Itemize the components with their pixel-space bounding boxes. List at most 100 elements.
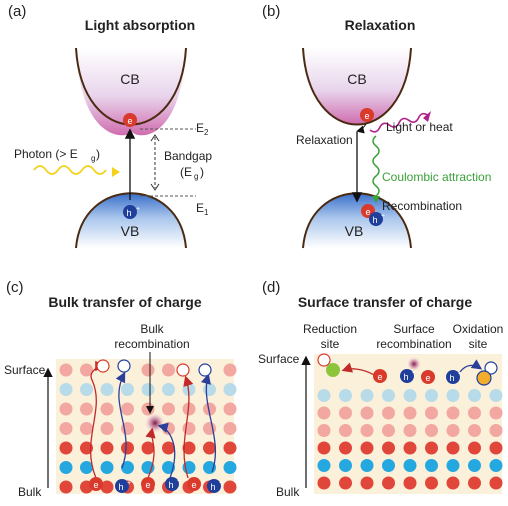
lattice-atom [141, 363, 155, 377]
hole-d-1-label: h [403, 372, 408, 382]
lattice-atom [403, 441, 417, 455]
lattice-atom [59, 363, 73, 377]
lattice-atom [162, 402, 175, 416]
light-heat-arrowhead [423, 111, 431, 122]
lattice-atom [141, 441, 155, 455]
lattice-atom [425, 441, 438, 455]
hole-d-1 [400, 369, 414, 383]
lattice-atom [382, 441, 395, 455]
lattice-atom [360, 389, 374, 402]
conduction-band-b-fill [303, 48, 411, 125]
lattice-atom [446, 389, 460, 402]
lattice-atom [121, 402, 134, 416]
panel-a-letter: (a) [8, 3, 26, 20]
cb-label: CB [120, 71, 139, 87]
bandgap-symbol-close: ) [200, 165, 204, 179]
hole-a [123, 205, 137, 219]
surface-label-c: Surface [4, 363, 46, 377]
carrier-path [145, 427, 156, 479]
hole-c-sup: + [219, 480, 223, 487]
lattice-atom [403, 459, 417, 472]
lattice-atom [339, 459, 352, 472]
lattice-atom [382, 476, 395, 490]
lattice-atom [317, 476, 331, 490]
lattice-atom [339, 476, 352, 490]
panel-d: (d) Surface transfer of charge Reduction… [258, 279, 503, 499]
surface-label-d: Surface [258, 352, 300, 366]
lattice-atom [162, 383, 175, 396]
electron-b-cb-label: e [364, 111, 369, 121]
valence-band-b-fill [303, 193, 411, 248]
lattice-atom [203, 383, 216, 396]
lattice-atom [59, 461, 73, 474]
lattice-atom [360, 406, 374, 420]
lattice-atom [382, 424, 395, 437]
lattice-atom [382, 389, 395, 402]
hole-d-2-sup: + [458, 371, 462, 378]
lattice-atom [446, 459, 460, 472]
hole-c-sup: + [127, 480, 131, 487]
hole-d-2 [446, 370, 460, 384]
lattice-atom [360, 459, 374, 472]
panel-c-letter: (c) [6, 279, 24, 296]
lattice-atom [203, 441, 216, 455]
electron-b-cb [360, 108, 374, 122]
lattice-atom [468, 424, 481, 437]
lattice-atom [121, 383, 134, 396]
reduction-path [341, 362, 375, 376]
hole-c-label: h [168, 480, 173, 490]
lattice-atom [317, 389, 331, 402]
lattice-atom [317, 424, 331, 437]
lattice-atom [425, 406, 438, 420]
lattice-atom [382, 406, 395, 420]
light-heat-wave [369, 112, 429, 133]
hole-c [115, 479, 129, 493]
vb-label: VB [121, 223, 140, 239]
lattice-atom [59, 383, 73, 396]
panel-b-letter: (b) [262, 3, 280, 20]
lattice-atom [223, 363, 237, 377]
hole-b-sup: + [381, 213, 385, 220]
lattice-atom [182, 402, 196, 416]
conduction-band-b-curve [302, 47, 412, 126]
panel-c-title: Bulk transfer of charge [48, 294, 201, 310]
lattice-atom [489, 476, 503, 490]
lattice-atom [317, 406, 331, 420]
lattice-atom [162, 441, 175, 455]
surface-arrival-site [198, 363, 212, 377]
lattice-atom [121, 461, 134, 474]
electron-c [141, 477, 155, 491]
photon-label-sub: g [91, 154, 95, 163]
lattice-atom [100, 383, 114, 396]
recombination-label: Recombination [382, 199, 462, 213]
lattice-atom [59, 422, 73, 435]
hole-a-label: h [126, 208, 131, 218]
lattice-atom [468, 459, 481, 472]
e2-sub: 2 [204, 128, 209, 137]
panel-b: (b) Relaxation CB VB e Relaxation Light … [262, 3, 491, 249]
lattice-atom [468, 441, 481, 455]
lattice-atom [339, 424, 352, 437]
lattice-atom [80, 441, 93, 455]
electron-d-2 [421, 370, 435, 384]
lattice-atom [223, 422, 237, 435]
lattice-atom [425, 459, 438, 472]
lattice-atom [446, 476, 460, 490]
coulombic-label: Coulombic attraction [382, 170, 491, 184]
hole-d-1-sup: + [412, 370, 416, 377]
valence-band-fill [76, 193, 186, 248]
electron-a-label: e [127, 116, 132, 126]
relaxation-small-arrow [356, 123, 367, 134]
panel-d-letter: (d) [262, 279, 280, 296]
surface-recomb-glow [407, 357, 421, 371]
lattice-atom [203, 402, 216, 416]
lattice-atom [100, 422, 114, 435]
lattice-atom [425, 476, 438, 490]
photon-arrowhead [112, 167, 120, 177]
lattice-atom [59, 480, 73, 494]
reduction-line2: site [321, 337, 340, 351]
lattice-atom [80, 461, 93, 474]
lattice-atom [425, 424, 438, 437]
